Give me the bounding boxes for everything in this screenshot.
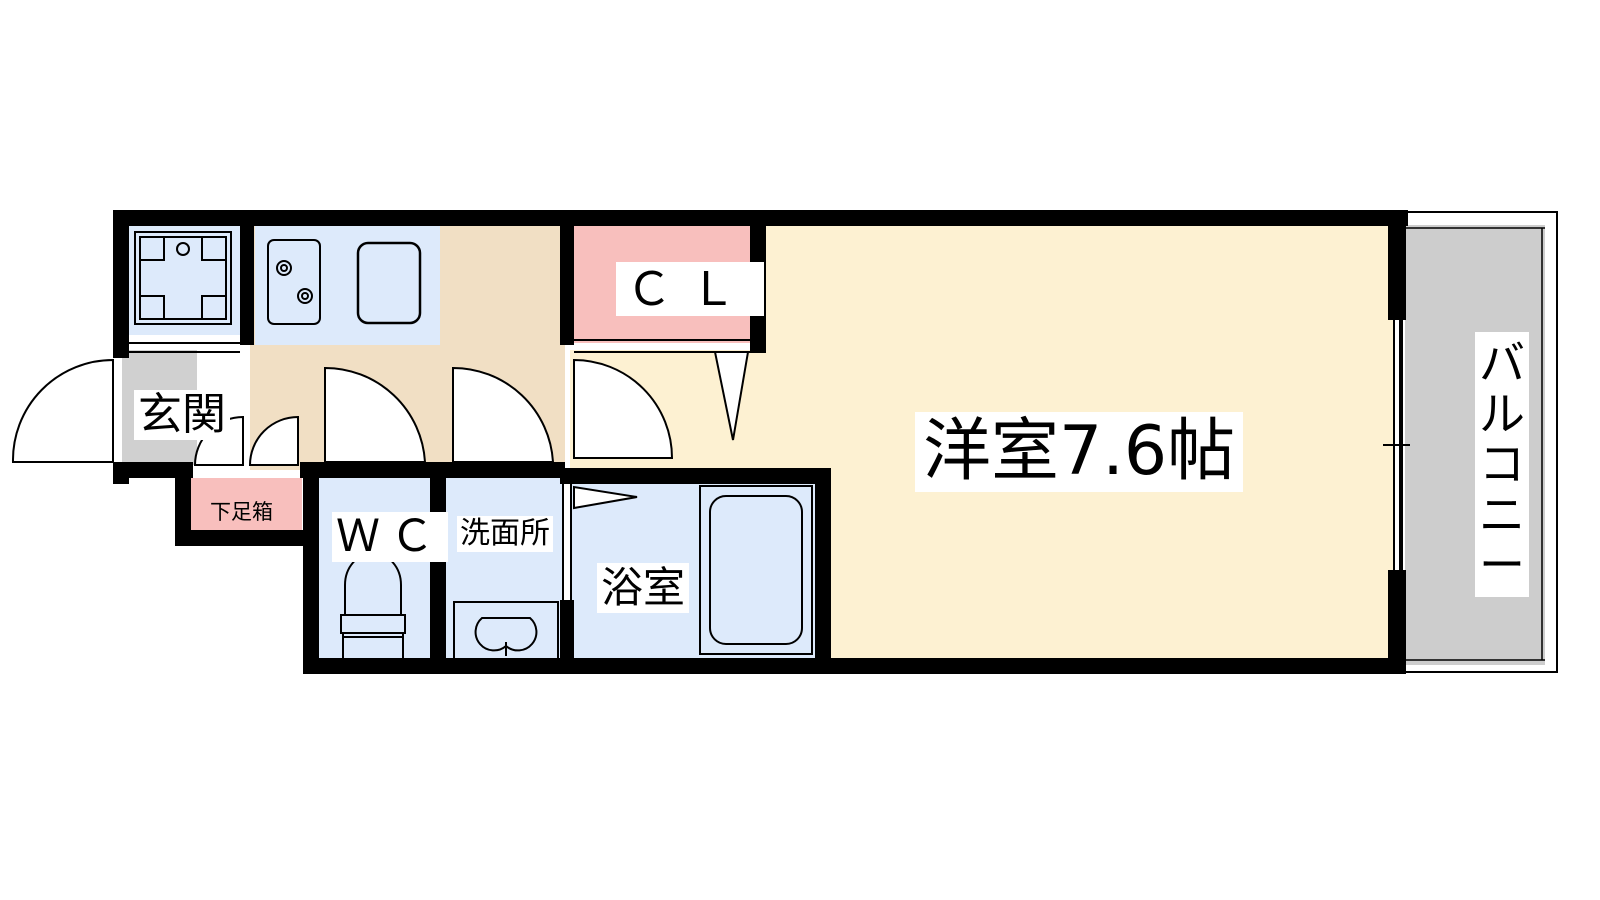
entrance-label: 玄関 [134, 390, 230, 440]
balcony-label: バルコニー [1475, 332, 1529, 597]
closet-door-marker [713, 351, 750, 441]
washing-machine-icon [134, 231, 232, 325]
washroom-label: 洗面所 [457, 516, 553, 552]
shoe-box-area [185, 478, 302, 536]
shoe-box-label: 下足箱 [210, 500, 273, 524]
bathroom-door-marker [573, 485, 638, 510]
toilet-icon [340, 552, 406, 660]
bathroom-label: 浴室 [597, 563, 690, 613]
room-door [573, 358, 674, 459]
entrance-door [11, 358, 114, 463]
balcony-rail [1399, 211, 1558, 673]
toilet-door [324, 366, 427, 463]
exterior-walls [113, 210, 1408, 674]
wash-basin-icon [453, 601, 559, 661]
bathtub-icon [699, 485, 813, 655]
washroom-floor [446, 478, 564, 666]
washroom-door [452, 366, 555, 463]
closet-label: ＣＬ [616, 262, 764, 316]
gas-stove-icon [267, 239, 321, 325]
western-room-label: 洋室7.6帖 [915, 412, 1244, 492]
kitchen-sink-icon [356, 241, 422, 325]
toilet-label: ＷＣ [332, 512, 448, 562]
